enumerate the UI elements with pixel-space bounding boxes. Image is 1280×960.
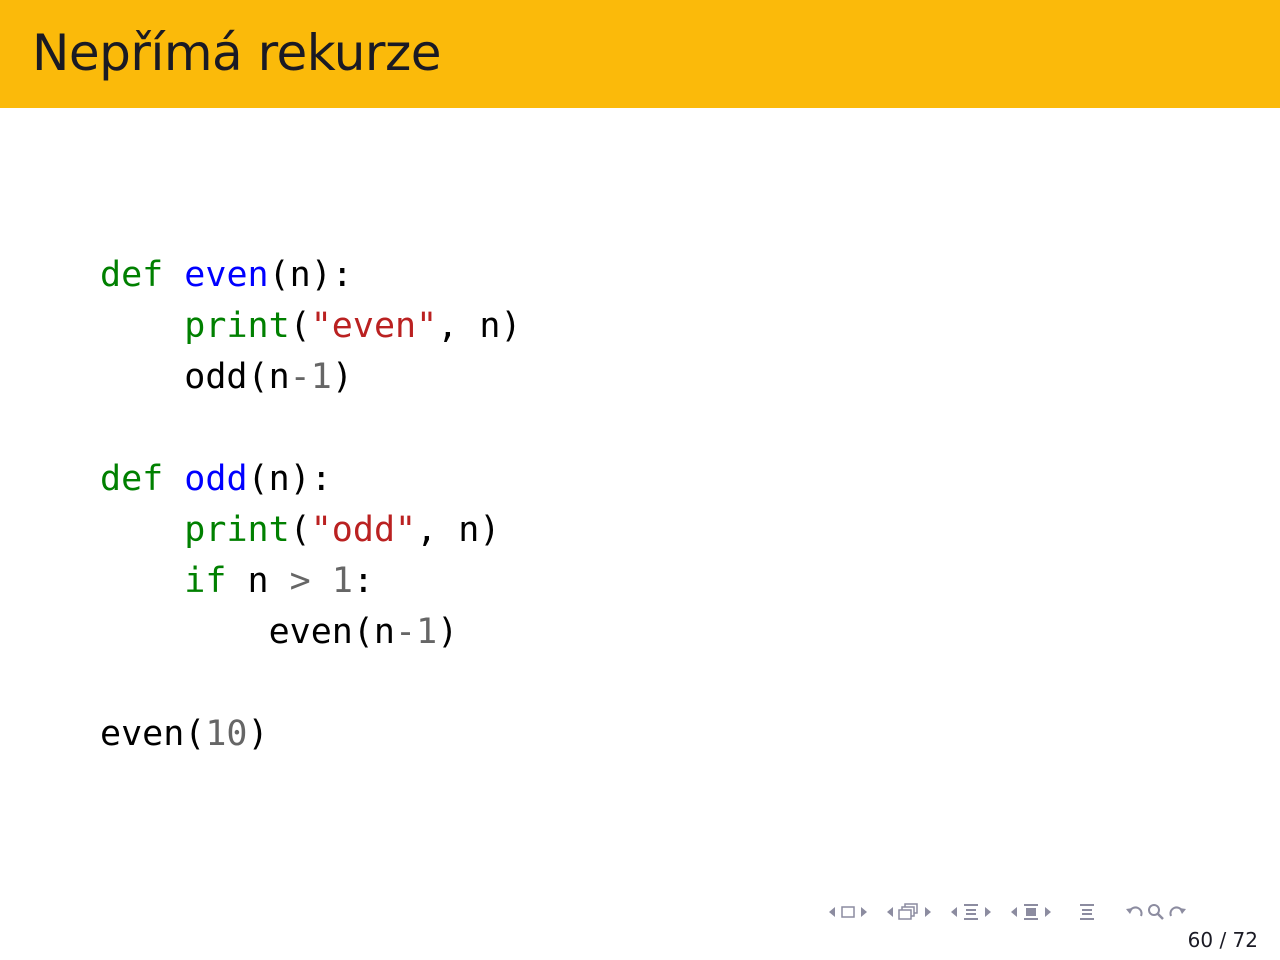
code-token: (: [289, 306, 311, 346]
code-line: [100, 658, 521, 709]
section-nav: [1008, 902, 1054, 922]
code-line: print("even", n): [100, 301, 521, 352]
code-token: , n): [437, 306, 522, 346]
code-token: print: [184, 510, 290, 550]
code-token: 1: [310, 357, 332, 397]
code-token: ): [437, 612, 459, 652]
code-token: -: [395, 612, 417, 652]
code-token: (: [289, 510, 311, 550]
code-token: (n):: [268, 255, 353, 295]
nav-prev-subsection-icon[interactable]: [884, 904, 896, 920]
nav-prev-frame-icon[interactable]: [826, 904, 838, 920]
document-nav: [1076, 902, 1098, 922]
code-line: even(10): [100, 709, 521, 760]
nav-frame-icon[interactable]: [838, 904, 858, 920]
code-token: :: [352, 561, 374, 601]
code-token: n: [226, 561, 290, 601]
code-line: if n > 1:: [100, 556, 521, 607]
code-token: odd(n: [100, 357, 290, 397]
code-token: even(n: [100, 612, 396, 652]
beamer-navigation-bar: [826, 900, 1188, 924]
code-line: odd(n-1): [100, 352, 521, 403]
code-token: 1: [416, 612, 438, 652]
code-line: even(n-1): [100, 607, 521, 658]
nav-next-subsection-icon[interactable]: [982, 904, 994, 920]
code-line: [100, 403, 521, 454]
code-token: "odd": [310, 510, 417, 550]
code-token: -: [289, 357, 311, 397]
code-token: 10: [205, 714, 248, 754]
nav-back-icon[interactable]: [1124, 902, 1146, 922]
nav-next-subsection-icon[interactable]: [922, 904, 934, 920]
nav-next-section-icon[interactable]: [1042, 904, 1054, 920]
nav-search-icon[interactable]: [1146, 902, 1166, 922]
frame-nav: [826, 904, 870, 920]
code-token: if: [184, 561, 227, 601]
slide-title: Nepřímá rekurze: [32, 24, 441, 82]
nav-forward-icon[interactable]: [1166, 902, 1188, 922]
subsection-nav-2: [948, 902, 994, 922]
code-line: def even(n):: [100, 250, 521, 301]
code-token: print: [184, 306, 290, 346]
code-token: [100, 561, 184, 601]
code-token: odd: [184, 459, 248, 499]
nav-section-icon[interactable]: [1020, 902, 1042, 922]
title-bar: Nepřímá rekurze: [0, 0, 1280, 108]
code-token: ): [247, 714, 269, 754]
code-token: even(: [100, 714, 206, 754]
code-token: 1: [331, 561, 353, 601]
code-token: ): [331, 357, 353, 397]
code-token: def: [100, 459, 164, 499]
code-token: [100, 306, 184, 346]
code-token: "even": [310, 306, 438, 346]
history-nav: [1124, 902, 1188, 922]
nav-document-icon[interactable]: [1076, 902, 1098, 922]
nav-prev-subsection-icon[interactable]: [948, 904, 960, 920]
code-token: [311, 561, 332, 601]
code-block: def even(n): print("even", n) odd(n-1)de…: [100, 250, 521, 760]
code-token: [100, 510, 184, 550]
code-line: print("odd", n): [100, 505, 521, 556]
code-token: [163, 255, 184, 295]
nav-subsection-icon[interactable]: [896, 902, 922, 922]
subsection-nav-1: [884, 902, 934, 922]
code-token: >: [289, 561, 311, 601]
nav-section-icon[interactable]: [960, 902, 982, 922]
code-line: def odd(n):: [100, 454, 521, 505]
code-token: even: [184, 255, 269, 295]
code-token: , n): [416, 510, 501, 550]
page-number: 60 / 72: [1187, 928, 1258, 952]
code-token: [163, 459, 184, 499]
code-token: def: [100, 255, 164, 295]
code-token: (n):: [247, 459, 332, 499]
nav-next-frame-icon[interactable]: [858, 904, 870, 920]
nav-prev-section-icon[interactable]: [1008, 904, 1020, 920]
